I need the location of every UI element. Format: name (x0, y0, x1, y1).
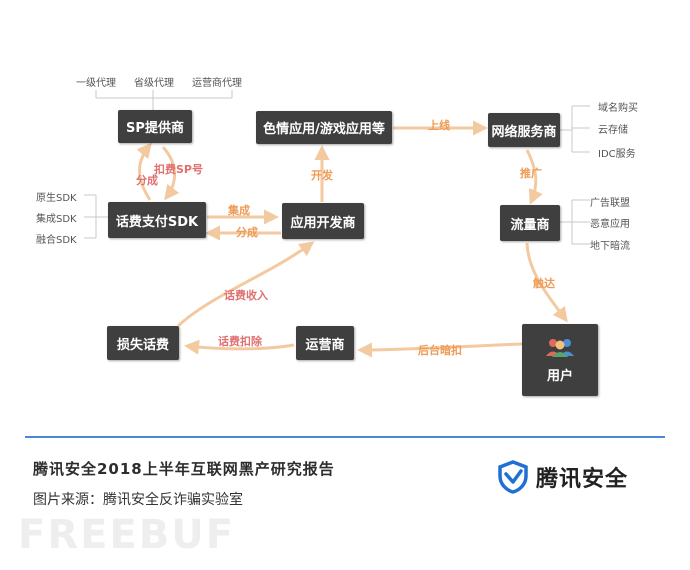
edge-label-reach: 触达 (533, 277, 555, 290)
node-loss: 损失话费 (107, 326, 179, 360)
sdk-sub-2: 集成SDK (36, 214, 77, 225)
arrow-sp-to-sdk (161, 146, 180, 201)
node-sp-provider: SP提供商 (118, 110, 192, 143)
edge-label-share-left: 分成 (136, 174, 158, 187)
sdk-lines (84, 194, 108, 239)
watermark: FREEBUF (18, 512, 236, 558)
node-app-dev: 应用开发商 (282, 203, 364, 239)
node-user-label: 用户 (546, 368, 573, 384)
node-traffic: 流量商 (500, 205, 560, 241)
traffic-sub-3: 地下暗流 (590, 241, 630, 252)
traffic-sub-1: 广告联盟 (590, 198, 630, 209)
sp-agent-2: 省级代理 (134, 78, 174, 89)
edge-label-go-online: 上线 (428, 119, 450, 132)
report-title: 腾讯安全2018上半年互联网黑产研究报告 (33, 460, 335, 478)
arrow-loss-to-dev (176, 241, 315, 328)
sp-agent-lines (95, 90, 233, 110)
edge-label-deduct-sp: 扣费SP号 (154, 163, 203, 176)
traffic-sub-2: 恶意应用 (590, 219, 630, 230)
edge-label-develop: 开发 (311, 169, 333, 182)
image-source: 图片来源：腾讯安全反诈骗实验室 (33, 492, 243, 508)
edge-label-promote: 推广 (520, 167, 542, 180)
node-user: 用户 (522, 324, 598, 396)
arrow-user-to-carrier (357, 342, 523, 358)
node-content-app: 色情应用/游戏应用等 (256, 111, 392, 144)
arrow-traffic-to-user (525, 242, 568, 323)
traffic-lines (560, 199, 590, 245)
edge-label-integrate: 集成 (228, 204, 250, 217)
sdk-sub-1: 原生SDK (36, 193, 77, 204)
footer-divider (25, 436, 665, 438)
node-carrier: 运营商 (296, 326, 354, 360)
arrow-carrier-to-loss (184, 339, 295, 355)
edge-label-share-bottom: 分成 (236, 226, 258, 239)
node-network-service: 网络服务商 (488, 113, 560, 147)
node-payment-sdk: 话费支付SDK (108, 202, 206, 238)
network-sub-3: IDC服务 (598, 149, 636, 160)
network-sub-1: 域名购买 (598, 103, 638, 114)
arrow-network-to-traffic (525, 149, 543, 205)
shield-check-icon (498, 460, 528, 494)
edge-label-fee-deduct: 话费扣除 (218, 335, 262, 348)
network-sub-2: 云存储 (598, 125, 628, 136)
edge-label-background-deduct: 后台暗扣 (418, 344, 462, 357)
sp-agent-3: 运营商代理 (192, 78, 242, 89)
users-icon (546, 338, 574, 357)
brand-logo: 腾讯安全 (496, 460, 628, 494)
brand-name: 腾讯安全 (536, 467, 629, 492)
arrow-sdk-to-sp (136, 142, 152, 201)
sdk-sub-3: 融合SDK (36, 235, 77, 246)
edge-label-fee-income: 话费收入 (224, 289, 268, 302)
sp-agent-1: 一级代理 (76, 78, 116, 89)
network-lines (560, 105, 590, 153)
